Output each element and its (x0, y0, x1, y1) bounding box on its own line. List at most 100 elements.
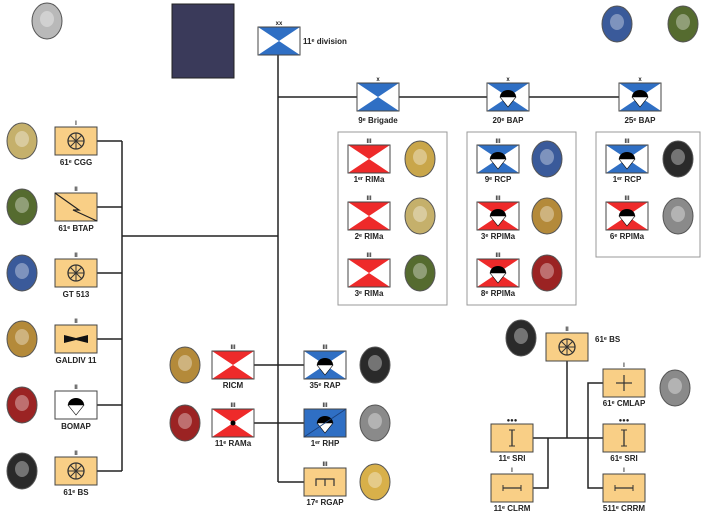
parachute-canopy-icon (618, 215, 636, 227)
insignia-highlight (540, 149, 554, 165)
insignia-icon (662, 140, 694, 178)
insignia-icon (359, 346, 391, 384)
insignia-highlight (368, 413, 382, 429)
unit-label: 2ᵉ RIMa (355, 232, 384, 241)
unit-label: 3ᵉ RIMa (355, 289, 384, 298)
unit-label: 8ᵉ RPIMa (481, 289, 516, 298)
unit-label: 3ᵉ RPIMa (481, 232, 516, 241)
unit-frame-outline (476, 144, 520, 174)
insignia-highlight (610, 14, 624, 30)
unit-fill-bottom (348, 273, 390, 287)
unit-symbol-orange-sri: ●●● (602, 418, 646, 453)
parachute-canopy-icon (489, 158, 507, 170)
unit-fill-top (348, 145, 390, 159)
insignia-highlight (15, 329, 29, 345)
unit-fill-bottom (258, 41, 300, 55)
unit-label: BOMAP (61, 422, 91, 431)
insignia-icon (6, 452, 38, 490)
insignia-highlight (676, 14, 690, 30)
parachute-icon (490, 266, 506, 273)
unit-fill-bottom (212, 423, 254, 437)
unit-symbol-red-x: III (347, 196, 391, 231)
unit-fill-bottom (348, 159, 390, 173)
insignia-highlight (178, 413, 192, 429)
insignia-badge (6, 386, 38, 424)
echelon-marker: xx (276, 21, 283, 27)
parachute-canopy-icon (631, 96, 649, 108)
echelon-marker: III (230, 403, 235, 409)
unit-frame-outline (303, 350, 347, 380)
parachute-icon (317, 358, 333, 365)
division-label: 11ᵉ division (303, 37, 347, 46)
insignia-badge (169, 404, 201, 442)
unit-label: 1ᵉʳ RIMa (354, 175, 385, 184)
unit-symbol-red-x: III (347, 139, 391, 174)
connector-line (587, 438, 603, 489)
insignia-badge (359, 404, 391, 442)
insignia-badge (404, 197, 436, 235)
parachute-icon (632, 90, 648, 97)
echelon-marker: I (511, 468, 513, 474)
insignia-icon (359, 463, 391, 501)
radar-bowtie-icon (64, 335, 88, 343)
unit-symbol-white-para: II (54, 385, 98, 420)
insignia-icon (359, 404, 391, 442)
unit-symbol-orange-hbar: I (490, 468, 534, 503)
insignia-highlight (671, 206, 685, 222)
echelon-marker: x (638, 77, 642, 83)
insignia-highlight (368, 355, 382, 371)
echelon-marker: III (366, 253, 371, 259)
unit-symbol-blue-x: xx (257, 21, 301, 56)
division-patch-icon (171, 3, 235, 79)
unit-symbol-orange-wheel: II (54, 253, 98, 288)
insignia-badge (662, 197, 694, 235)
insignia-badge (404, 254, 436, 292)
unit-frame-outline (476, 258, 520, 288)
parachute-canopy-icon (618, 158, 636, 170)
unit-symbol-orange-wheel: II (545, 327, 589, 362)
unit-symbol-orange-hbar: I (602, 468, 646, 503)
insignia-badge (505, 319, 537, 357)
unit-symbol-red-x-para: III (605, 196, 649, 231)
connector-line (587, 382, 603, 438)
unit-symbol-red-x-para: III (476, 253, 520, 288)
echelon-marker: III (495, 139, 500, 145)
insignia-badge (531, 197, 563, 235)
echelon-marker: III (322, 462, 327, 468)
wheel-spoke (69, 464, 83, 478)
insignia-icon (662, 197, 694, 235)
unit-frame-outline (605, 144, 649, 174)
unit-symbol-blue-x-para: III (476, 139, 520, 174)
unit-symbol-orange-wheel: II (54, 451, 98, 486)
insignia-badge (169, 346, 201, 384)
unit-frame-outline (347, 201, 391, 231)
wheel-spoke (69, 134, 83, 148)
unit-fill-top (357, 83, 399, 97)
insignia-badge (531, 254, 563, 292)
parachute-canopy-icon (67, 404, 85, 416)
brigade-label: 20ᵉ BAP (492, 116, 524, 125)
unit-symbol-red-x: III (347, 253, 391, 288)
insignia-icon (169, 346, 201, 384)
insignia-badge (601, 5, 633, 43)
unit-frame-outline (211, 350, 255, 380)
echelon-marker: II (74, 319, 78, 325)
insignia-highlight (40, 11, 54, 27)
insignia-icon (531, 197, 563, 235)
unit-symbol-red-x-para: III (476, 196, 520, 231)
insignia-icon (505, 319, 537, 357)
insignia-icon (31, 2, 63, 40)
insignia-badge (6, 188, 38, 226)
insignia-badge (531, 140, 563, 178)
unit-label: 11ᵉ SRI (498, 454, 525, 463)
echelon-marker: II (74, 451, 78, 457)
insignia-icon (6, 254, 38, 292)
insignia-icon (6, 386, 38, 424)
unit-fill-bottom (357, 97, 399, 111)
insignia-highlight (540, 263, 554, 279)
unit-label: 11ᵉ RAMa (215, 439, 252, 448)
unit-fill-top (212, 351, 254, 365)
parachute-canopy-icon (489, 215, 507, 227)
